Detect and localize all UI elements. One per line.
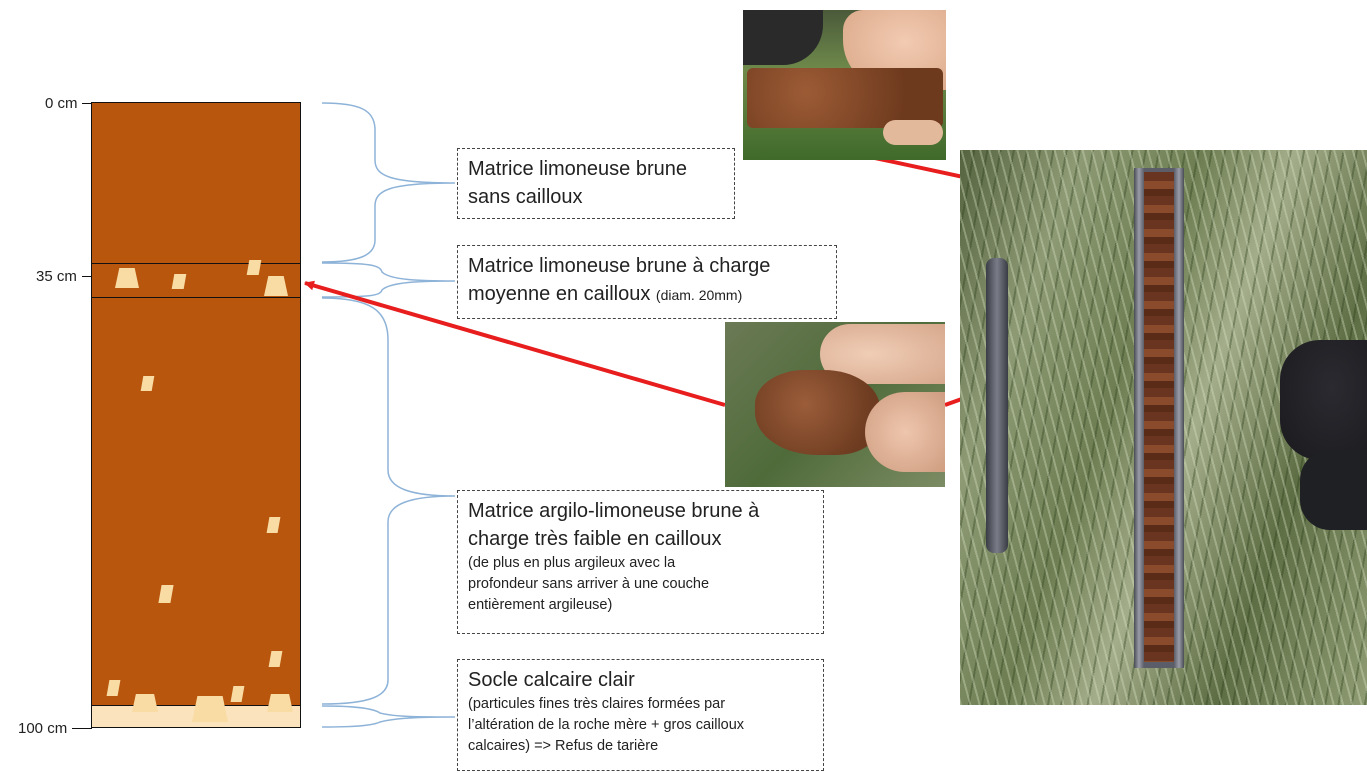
description-layer-2-line1: Matrice limoneuse brune à charge xyxy=(468,252,826,280)
description-layer-3: Matrice argilo-limoneuse brune à charge … xyxy=(457,490,824,634)
description-layer-2: Matrice limoneuse brune à charge moyenne… xyxy=(457,245,837,319)
description-layer-3-line2: charge très faible en cailloux xyxy=(468,525,813,553)
auger-core-photo xyxy=(960,150,1367,705)
soil-sample xyxy=(755,370,880,455)
description-layer-3-note-3: entièrement argileuse) xyxy=(468,595,813,616)
description-layer-4-line1: Socle calcaire clair xyxy=(468,666,813,694)
brace-layer-3 xyxy=(322,298,455,704)
description-layer-1-line2: sans cailloux xyxy=(468,183,724,211)
description-layer-2-note: (diam. 20mm) xyxy=(656,287,742,303)
shadow xyxy=(743,10,823,65)
boot xyxy=(1280,340,1367,460)
description-layer-1: Matrice limoneuse brune sans cailloux xyxy=(457,148,735,219)
hand xyxy=(883,120,943,145)
description-layer-2-line2: moyenne en cailloux xyxy=(468,283,650,305)
description-layer-1-line1: Matrice limoneuse brune xyxy=(468,155,724,183)
soil-sample xyxy=(747,68,943,128)
brace-layer-4 xyxy=(322,706,455,727)
description-layer-3-note-1: (de plus en plus argileux avec la xyxy=(468,553,813,574)
auger-handle xyxy=(986,258,1008,553)
brace-layer-1 xyxy=(322,103,455,262)
description-layer-4-note-1: (particules fines très claires formées p… xyxy=(468,694,813,715)
soil-core xyxy=(1144,172,1174,662)
description-layer-4-note-3: calcaires) => Refus de tarière xyxy=(468,736,813,757)
description-layer-4: Socle calcaire clair (particules fines t… xyxy=(457,659,824,771)
soil-sample-top-photo xyxy=(743,10,946,160)
description-layer-3-line1: Matrice argilo-limoneuse brune à xyxy=(468,497,813,525)
description-layer-4-note-2: l’altération de la roche mère + gros cai… xyxy=(468,715,813,736)
boot xyxy=(1300,450,1367,530)
hand xyxy=(865,392,945,472)
description-layer-3-note-2: profondeur sans arriver à une couche xyxy=(468,574,813,595)
soil-sample-middle-photo xyxy=(725,322,945,487)
